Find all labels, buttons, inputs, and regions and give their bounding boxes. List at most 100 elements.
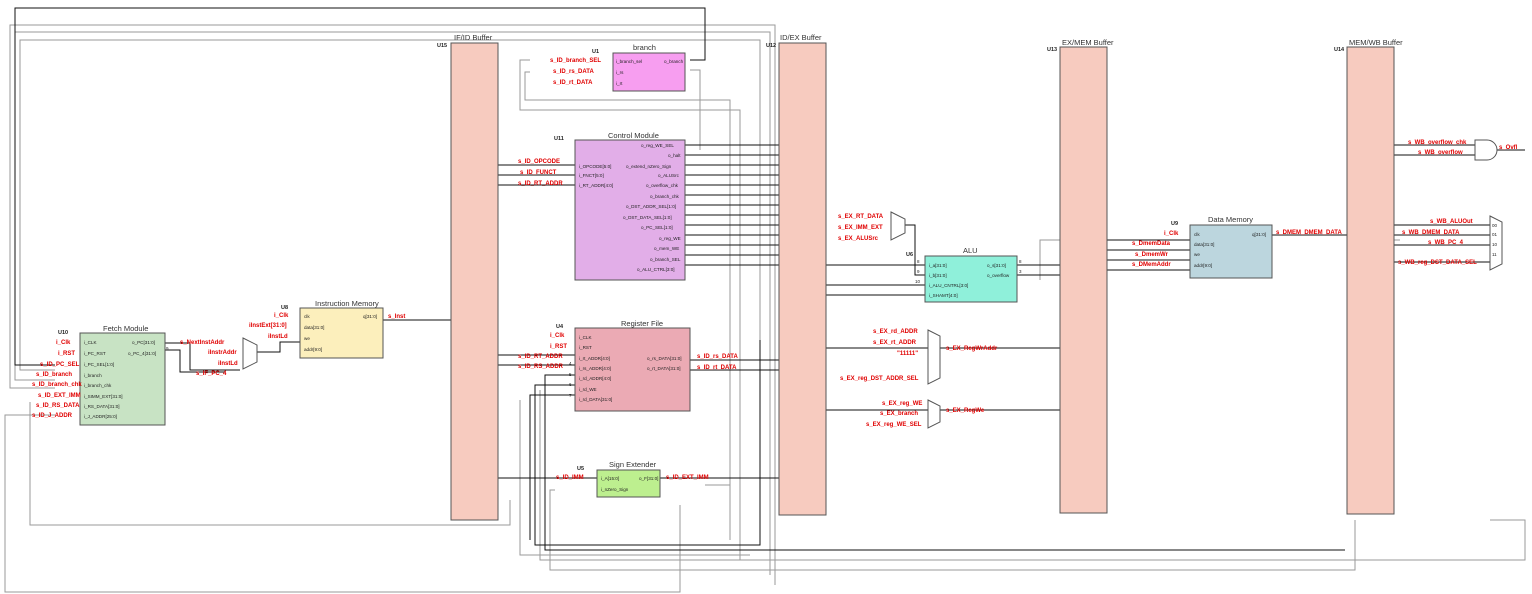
svg-text:o_PC_SEL[1:0]: o_PC_SEL[1:0]	[641, 225, 673, 230]
branch-unit: branch U1 i_branch_sel i_rs i_rt o_branc…	[550, 43, 686, 92]
svg-text:i_nZero_Sign: i_nZero_Sign	[601, 487, 629, 492]
svg-text:i_FNCT[5:0]: i_FNCT[5:0]	[579, 173, 604, 178]
svg-text:s_ID_rt_DATA: s_ID_rt_DATA	[697, 365, 737, 371]
svg-text:i_CLK: i_CLK	[579, 335, 592, 340]
fetch-module: Fetch Module U10 i_CLK i_PC_RST i_PC_SEL…	[32, 324, 169, 426]
svg-text:iInstLd: iInstLd	[268, 334, 288, 340]
svg-text:we: we	[1194, 252, 1200, 257]
svg-text:o_reg_WE_SEL: o_reg_WE_SEL	[641, 143, 674, 148]
svg-text:q[31:0]: q[31:0]	[1252, 232, 1266, 237]
svg-text:i_SIMM_EXT[31:0]: i_SIMM_EXT[31:0]	[84, 394, 123, 399]
buffer-id-ex: ID/EX Buffer U12	[766, 33, 827, 516]
svg-text:q[31:0]: q[31:0]	[363, 314, 377, 319]
buffer-mem-wb: MEM/WB Buffer U14	[1334, 38, 1403, 515]
register-file: Register File U4 i_CLK i_RST i_rt_ADDR[4…	[518, 319, 738, 412]
svg-text:i_branch_sel: i_branch_sel	[616, 59, 642, 64]
svg-text:s_ID_FUNCT: s_ID_FUNCT	[520, 170, 557, 176]
svg-text:U15: U15	[437, 43, 447, 49]
svg-text:o_ALUSrc: o_ALUSrc	[658, 173, 680, 178]
svg-text:Fetch Module: Fetch Module	[103, 324, 148, 333]
svg-text:9: 9	[917, 269, 920, 274]
svg-text:s_EX_ALUSrc: s_EX_ALUSrc	[838, 236, 879, 242]
svg-text:o_ALU_CTRL[3:0]: o_ALU_CTRL[3:0]	[637, 267, 675, 272]
svg-text:U12: U12	[766, 43, 776, 49]
svg-text:6: 6	[569, 382, 572, 387]
sign-extender: Sign Extender U5 i_A[15:0] i_nZero_Sign …	[556, 460, 709, 498]
svg-text:o_F[31:0]: o_F[31:0]	[639, 476, 658, 481]
svg-text:i_J_ADDR[25:0]: i_J_ADDR[25:0]	[84, 414, 117, 419]
svg-text:ALU: ALU	[963, 246, 978, 255]
svg-text:IF/ID Buffer: IF/ID Buffer	[454, 33, 493, 42]
svg-text:i_rs_ADDR[4:0]: i_rs_ADDR[4:0]	[579, 366, 611, 371]
svg-text:i_RST: i_RST	[550, 344, 567, 350]
svg-text:s_Inst: s_Inst	[388, 314, 405, 320]
svg-text:i_CLK: i_CLK	[84, 340, 97, 345]
svg-text:s_ID_RT_ADDR: s_ID_RT_ADDR	[518, 181, 563, 187]
svg-text:o_branch_chk: o_branch_chk	[650, 194, 680, 199]
svg-text:00: 00	[1492, 223, 1498, 228]
svg-text:s_EX_rt_ADDR: s_EX_rt_ADDR	[873, 340, 917, 346]
svg-text:o_PC_4[31:0]: o_PC_4[31:0]	[128, 351, 156, 356]
svg-text:Data Memory: Data Memory	[1208, 215, 1253, 224]
svg-text:i_PC_SEL[1:0]: i_PC_SEL[1:0]	[84, 362, 114, 367]
svg-text:s_DmemData: s_DmemData	[1132, 241, 1171, 247]
svg-text:MEM/WB Buffer: MEM/WB Buffer	[1349, 38, 1403, 47]
svg-text:s_EX_reg_WE_SEL: s_EX_reg_WE_SEL	[866, 422, 922, 428]
buffer-ex-mem: EX/MEM Buffer U13	[1047, 38, 1114, 514]
svg-text:s_ID_IMM: s_ID_IMM	[556, 475, 584, 481]
svg-text:data[31:0]: data[31:0]	[1194, 242, 1214, 247]
svg-text:s_DmemWr: s_DmemWr	[1135, 252, 1169, 258]
svg-text:i_branch: i_branch	[84, 373, 102, 378]
svg-text:s_ID_PC_SEL: s_ID_PC_SEL	[40, 362, 80, 368]
svg-text:data[31:0]: data[31:0]	[304, 325, 324, 330]
routing-wires	[4, 24, 1526, 593]
svg-text:s_EX_RT_DATA: s_EX_RT_DATA	[838, 214, 884, 220]
svg-text:i_RST: i_RST	[58, 351, 75, 357]
svg-text:we: we	[304, 336, 310, 341]
svg-text:o_rs_DATA[31:0]: o_rs_DATA[31:0]	[647, 356, 682, 361]
svg-text:s_EX_reg_WE: s_EX_reg_WE	[882, 401, 922, 407]
svg-text:i_Clk: i_Clk	[56, 340, 71, 346]
fetch-address-mux: s_NextInstAddr iInstrAddr iInstLd s_IF_P…	[180, 337, 258, 377]
wb-data-mux: 00 01 10 11 s_WB_ALUOut s_WB_DMEM_DATA s…	[1398, 215, 1503, 271]
svg-text:i_rd_ADDR[4:0]: i_rd_ADDR[4:0]	[579, 376, 611, 381]
svg-text:i_Clk: i_Clk	[1164, 231, 1179, 237]
svg-text:i_PC_RST: i_PC_RST	[84, 351, 106, 356]
instruction-memory: Instruction Memory U8 clk data[31:0] we …	[249, 299, 405, 359]
data-memory: Data Memory U9 clk data[31:0] we addr[9:…	[1132, 215, 1342, 279]
svg-text:s_ID_RT_ADDR: s_ID_RT_ADDR	[518, 354, 563, 360]
svg-text:s_EX_IMM_EXT: s_EX_IMM_EXT	[838, 225, 883, 231]
svg-text:01: 01	[1492, 232, 1498, 237]
svg-text:U13: U13	[1047, 47, 1057, 53]
svg-text:i_RT_ADDR[4:0]: i_RT_ADDR[4:0]	[579, 183, 613, 188]
svg-text:s_ID_rs_DATA: s_ID_rs_DATA	[697, 354, 738, 360]
alu-src-mux: s_EX_RT_DATA s_EX_IMM_EXT s_EX_ALUSrc	[838, 211, 906, 242]
svg-text:7: 7	[569, 393, 572, 398]
svg-text:Sign Extender: Sign Extender	[609, 460, 657, 469]
svg-text:branch: branch	[633, 43, 656, 52]
svg-text:U11: U11	[554, 136, 564, 142]
buffer-if-id: IF/ID Buffer U15	[437, 33, 499, 521]
svg-text:i_rd_DATA[31:0]: i_rd_DATA[31:0]	[579, 397, 612, 402]
svg-text:i_RS_DATA[31:0]: i_RS_DATA[31:0]	[84, 404, 120, 409]
svg-text:i_rt_ADDR[4:0]: i_rt_ADDR[4:0]	[579, 356, 610, 361]
svg-text:s_Ovfl: s_Ovfl	[1499, 145, 1518, 151]
svg-text:11: 11	[1492, 252, 1497, 257]
svg-text:o_PC[31:0]: o_PC[31:0]	[132, 340, 155, 345]
svg-text:s_ID_OPCODE: s_ID_OPCODE	[518, 159, 560, 165]
svg-text:s_WB_overflow: s_WB_overflow	[1418, 150, 1463, 156]
svg-text:5: 5	[569, 372, 572, 377]
svg-text:U14: U14	[1334, 47, 1345, 53]
svg-text:U10: U10	[58, 330, 68, 336]
svg-text:o_branch: o_branch	[664, 59, 684, 64]
svg-text:o_extend_nZero_Sign: o_extend_nZero_Sign	[626, 164, 672, 169]
svg-text:U1: U1	[592, 49, 599, 55]
svg-text:i_branch_chk: i_branch_chk	[84, 383, 112, 388]
svg-text:i_rd_WE: i_rd_WE	[579, 387, 597, 392]
svg-text:s_NextInstAddr: s_NextInstAddr	[180, 340, 225, 346]
svg-text:o_halt: o_halt	[668, 153, 681, 158]
svg-text:o_DST_DATA_SEL[1:0]: o_DST_DATA_SEL[1:0]	[623, 215, 672, 220]
svg-text:s_WB_PC_4: s_WB_PC_4	[1428, 240, 1464, 246]
svg-text:i_b[31:0]: i_b[31:0]	[929, 273, 947, 278]
